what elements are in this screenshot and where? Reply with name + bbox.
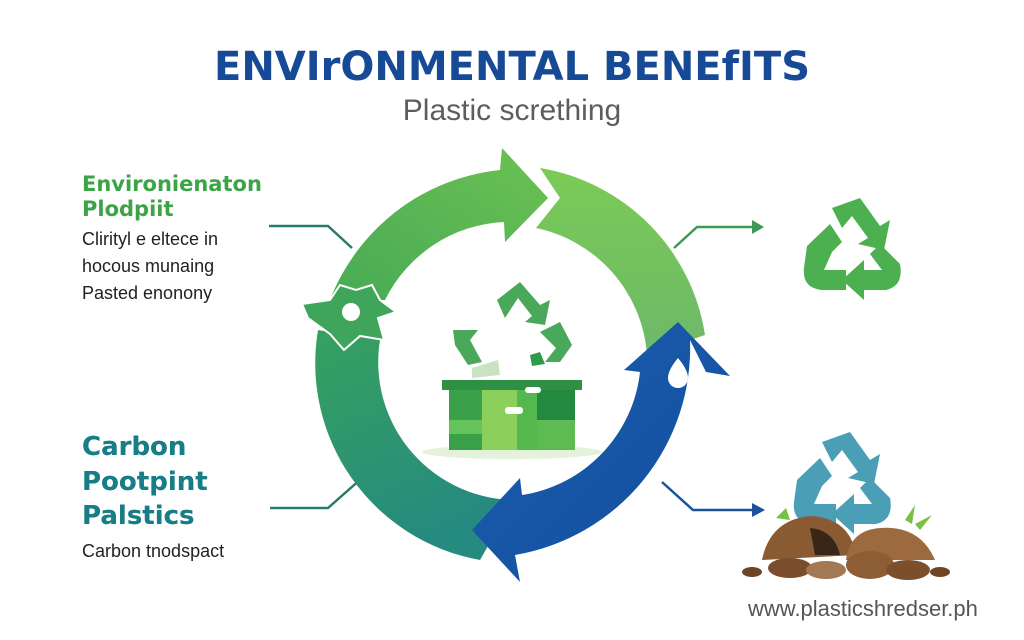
description-line: Clirityl e eltece in [82, 229, 219, 250]
droplet-icon [668, 358, 688, 388]
recycle-bin-icon [422, 282, 602, 459]
heading-line: Plodpiit [82, 197, 174, 222]
website-url: www.plasticshredser.ph [748, 596, 978, 621]
connector-left-top [269, 224, 353, 249]
carbon-description: Carbon tnodspact [82, 538, 224, 565]
cycle-top-arrow [330, 148, 548, 300]
environment-benefit-block: Environienaton Plodpiit Clirityl e eltec… [82, 172, 262, 307]
description-line: Pasted enonony [82, 283, 213, 304]
description-line: Carbon tnodspact [82, 540, 225, 561]
connector-left-bottom [270, 477, 363, 510]
carbon-heading: Carbon Pootpint Palstics [82, 430, 224, 534]
description-line: hocous munaing [82, 256, 215, 277]
connector-right-top-arrow [673, 220, 764, 249]
environment-description: Clirityl e eltece in hocous munaing Past… [82, 226, 262, 307]
gear-badge-icon [300, 283, 399, 352]
heading-line: Carbon [82, 432, 187, 462]
connector-right-bottom-arrow [661, 481, 765, 517]
heading-line: Palstics [82, 501, 195, 532]
page-title: ENVIrONMENTAL BENEfITS [214, 44, 810, 90]
carbon-footprint-block: Carbon Pootpint Palstics Carbon tnodspac… [82, 430, 224, 565]
heading-line: Environienaton [82, 172, 262, 196]
heading-line: Pootpint [82, 466, 208, 497]
recycle-icon-green [803, 198, 901, 300]
environment-heading: Environienaton Plodpiit [82, 172, 262, 222]
cycle-right-arc [536, 168, 705, 355]
recycle-soil-icon [742, 432, 950, 580]
cycle-left-arc [315, 330, 520, 560]
cycle-bottom-arrow [472, 322, 730, 582]
page-subtitle: Plastic scrething [402, 94, 622, 127]
